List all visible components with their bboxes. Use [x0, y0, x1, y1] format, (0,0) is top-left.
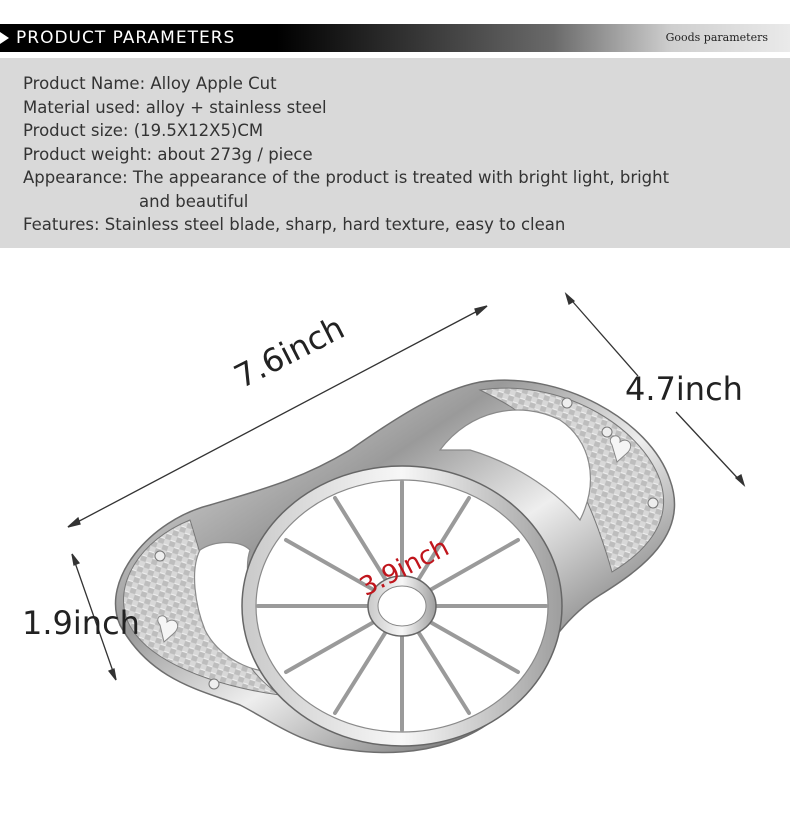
param-weight: Product weight: about 273g / piece [23, 144, 313, 164]
slicer-body [114, 379, 676, 754]
product-illustration: 7.6inch 4.7inch 1.9inch 3.9inch [0, 250, 790, 830]
width-dimension-label: 4.7inch [625, 370, 743, 408]
param-material: Material used: alloy + stainless steel [23, 97, 327, 117]
param-appearance: Appearance: The appearance of the produc… [23, 168, 670, 187]
header-title-block: PRODUCT PARAMETERS [0, 24, 258, 52]
param-features: Features: Stainless steel blade, sharp, … [23, 215, 566, 234]
apple-slicer-image [67, 292, 746, 754]
dimension-lines [67, 292, 746, 681]
triangle-marker-icon [0, 32, 9, 44]
param-product-name: Product Name: Alloy Apple Cut [23, 74, 277, 93]
parameters-panel: Product Name: Alloy Apple Cut Material u… [0, 58, 790, 248]
header-subtitle: Goods parameters [665, 31, 768, 44]
section-header: PRODUCT PARAMETERS Goods parameters [0, 24, 790, 52]
header-title: PRODUCT PARAMETERS [16, 28, 236, 48]
height-dimension-label: 1.9inch [22, 604, 140, 642]
param-size: Product size: (19.5X12X5)CM [23, 121, 264, 140]
parameters-list: Product Name: Alloy Apple Cut Material u… [23, 72, 669, 237]
param-appearance-continued: and beautiful [139, 191, 249, 211]
